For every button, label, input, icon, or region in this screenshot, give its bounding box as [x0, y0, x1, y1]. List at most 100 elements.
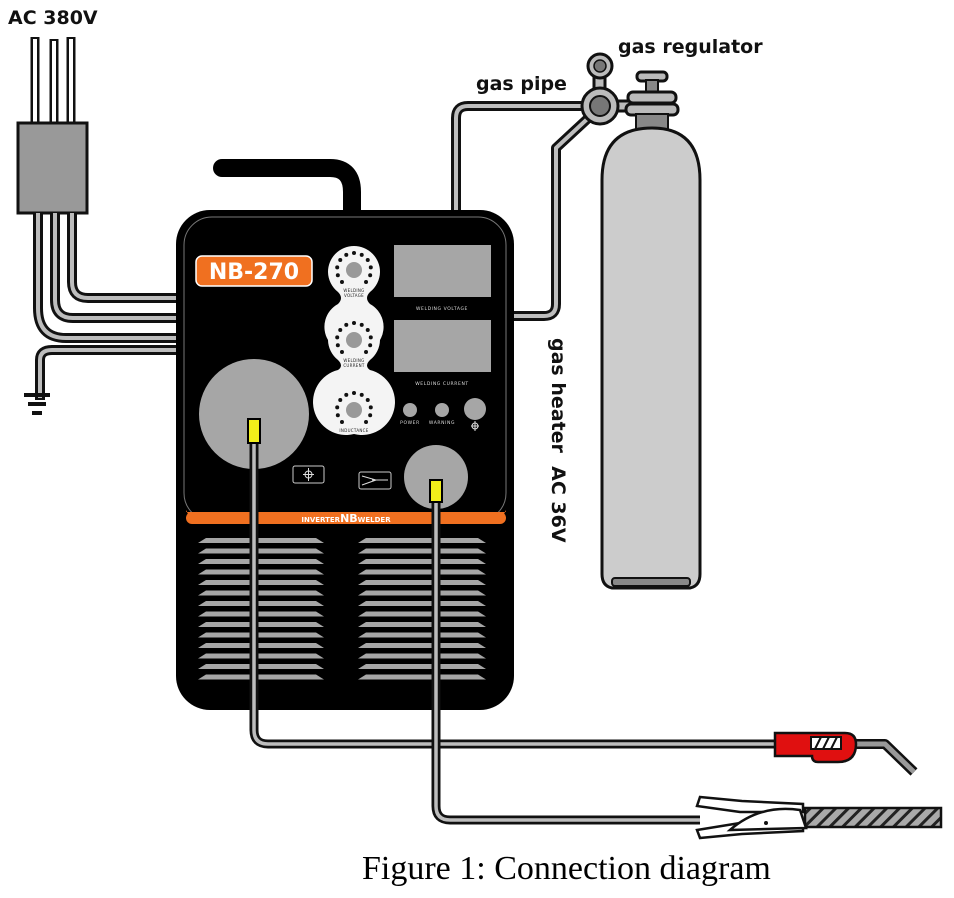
gas-heater-cable — [510, 106, 601, 321]
gas-cylinder-icon — [600, 70, 702, 590]
knob-3[interactable]: INDUCTANCE — [335, 391, 373, 433]
vent-slat — [198, 601, 324, 606]
vent-slat — [198, 569, 324, 575]
dial-tick — [352, 391, 356, 395]
gas-regulator — [580, 52, 632, 126]
gas-pipe-label: gas pipe — [476, 73, 567, 95]
dial-tick — [335, 335, 340, 340]
gas-regulator-label: gas regulator — [618, 36, 763, 58]
dial-tick — [335, 273, 340, 278]
vent-slat — [198, 590, 324, 596]
vent-slat — [198, 632, 324, 638]
warning-indicator-label: WARNING — [429, 420, 455, 426]
gas-heater-label: gas heater AC 36V — [547, 338, 569, 543]
dial-tick — [344, 392, 349, 397]
power-indicator-label: POWER — [400, 420, 420, 426]
ground-symbol-icon — [24, 393, 50, 415]
gas-outlet-symbol — [292, 465, 325, 484]
knob-cap[interactable] — [346, 262, 362, 278]
power-input-wires — [30, 37, 76, 124]
torch-cable — [249, 440, 780, 749]
vent-slat — [198, 674, 324, 680]
knob-cap[interactable] — [346, 402, 362, 418]
dial-tick — [365, 328, 370, 333]
vent-slat — [358, 548, 486, 554]
dial-tick — [339, 350, 344, 355]
dial-tick — [335, 343, 340, 348]
dial-tick — [344, 322, 349, 327]
vent-slat — [358, 674, 486, 680]
dial-tick — [338, 328, 343, 333]
dial-tick — [339, 420, 344, 425]
power-supply-label: AC 380V — [8, 7, 98, 29]
earth-clamp-icon — [695, 795, 943, 840]
dial-tick — [368, 335, 373, 340]
voltage-display — [394, 245, 491, 297]
model-badge: NB-270 — [195, 255, 313, 287]
dial-tick — [365, 398, 370, 403]
dial-tick — [368, 273, 373, 278]
knob-cap[interactable] — [346, 332, 362, 348]
mig-torch-icon — [773, 731, 918, 776]
dial-tick — [364, 420, 369, 425]
dial-tick — [364, 350, 369, 355]
dial-tick — [368, 405, 373, 410]
dial-tick — [335, 413, 340, 418]
gas-pipe — [451, 101, 590, 212]
knob-label: WELDING — [343, 358, 364, 363]
welder-unit: NB-270 WELDINGVOLTAGEWELDINGCURRENTINDUC… — [176, 159, 514, 710]
current-display-label: WELDING CURRENT — [415, 381, 469, 387]
clamp-outlet-symbol — [358, 471, 392, 490]
dial-tick — [368, 343, 373, 348]
knob-label: CURRENT — [343, 363, 365, 368]
figure-caption: Figure 1: Connection diagram — [362, 850, 771, 887]
dial-tick — [368, 413, 373, 418]
dial-tick — [359, 252, 364, 257]
voltage-display-label: WELDING VOLTAGE — [416, 306, 468, 312]
dial-tick — [368, 265, 373, 270]
dial-tick — [338, 258, 343, 263]
mains-cables — [33, 213, 180, 400]
vent-slat — [198, 622, 324, 627]
warning-indicator — [435, 403, 449, 417]
vent-slat — [358, 632, 486, 638]
vent-slat — [358, 664, 486, 669]
dial-tick — [364, 280, 369, 285]
model-badge-text: NB-270 — [209, 260, 299, 285]
vent-slat — [198, 548, 324, 554]
knob-label: VOLTAGE — [344, 293, 364, 298]
vent-slat — [198, 559, 324, 564]
vent-slat — [358, 611, 486, 617]
vent-slat — [198, 580, 324, 585]
earth-outlet[interactable] — [404, 445, 468, 509]
gas-symbol-icon — [471, 421, 479, 431]
vent-slat — [198, 664, 324, 669]
switch-box — [16, 121, 89, 215]
vent-slat — [358, 590, 486, 596]
wire-feeder-outlet[interactable] — [199, 359, 309, 469]
vent-slat — [358, 569, 486, 575]
knob-label: INDUCTANCE — [339, 428, 368, 433]
dial-tick — [344, 252, 349, 257]
earth-cable — [431, 500, 700, 825]
dial-tick — [359, 322, 364, 327]
earth-plug — [429, 479, 443, 503]
vent-slat — [198, 643, 324, 648]
cooling-vents — [198, 538, 486, 680]
dial-tick — [359, 392, 364, 397]
dial-tick — [338, 398, 343, 403]
dial-tick — [352, 321, 356, 325]
dial-tick — [352, 251, 356, 255]
power-indicator — [403, 403, 417, 417]
vent-slat — [358, 559, 486, 564]
knob-label: WELDING — [343, 288, 364, 293]
vent-slat — [358, 622, 486, 627]
vent-slat — [358, 538, 486, 543]
dial-tick — [339, 280, 344, 285]
welder-banner: INVERTERNBWELDER — [301, 512, 391, 525]
dial-tick — [365, 258, 370, 263]
gas-switch[interactable] — [464, 398, 486, 420]
